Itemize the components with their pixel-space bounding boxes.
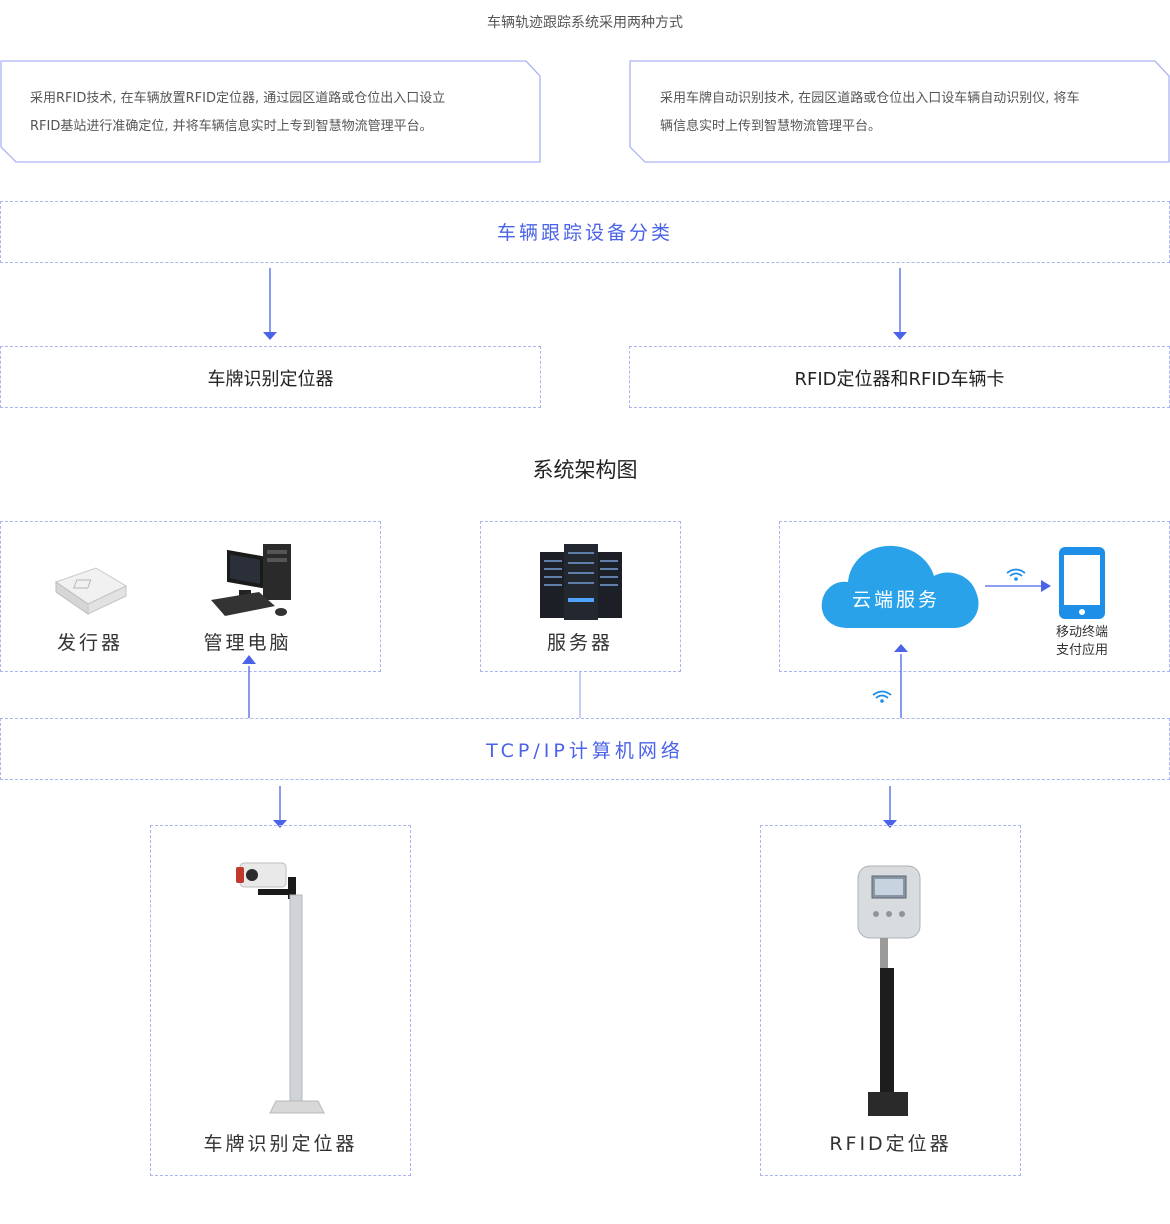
method-plate-line2: 辆信息实时上传到智慧物流管理平台。	[660, 119, 882, 134]
plate-locator-label: 车牌识别定位器	[203, 1133, 358, 1155]
cloud-service-label: 云端服务	[852, 589, 941, 611]
class-plate-box	[0, 346, 541, 408]
mobile-phone-icon	[1059, 547, 1105, 619]
client-node-box	[0, 521, 381, 672]
mobile-label: 移动终端 支付应用	[1040, 624, 1124, 660]
page-title: 车辆轨迹跟踪系统采用两种方式	[487, 15, 683, 31]
plate-camera-pole-icon	[236, 862, 325, 1114]
rfid-locator-label: RFID定位器	[829, 1133, 952, 1155]
mobile-label-line1: 移动终端	[1055, 625, 1108, 640]
rfid-locator-pole-icon	[857, 865, 921, 1116]
classification-arrows	[263, 268, 907, 340]
server-label: 服务器	[546, 632, 613, 654]
class-rfid-label: RFID定位器和RFID车辆卡	[794, 369, 1005, 390]
card-issuer-icon	[54, 567, 128, 615]
server-rack-icon	[540, 544, 622, 620]
network-connectors-top	[242, 644, 908, 718]
rfid-locator-box	[760, 825, 1021, 1176]
computer-icon	[211, 544, 291, 616]
network-connectors-bottom	[273, 786, 897, 828]
architecture-title: 系统架构图	[532, 458, 638, 482]
mobile-label-line2: 支付应用	[1055, 643, 1108, 658]
pc-label: 管理电脑	[203, 632, 292, 654]
method-plate-line1: 采用车牌自动识别技术, 在园区道路或仓位出入口设车辆自动识别仪, 将车	[660, 91, 1080, 106]
wifi-icon	[1006, 568, 1026, 581]
plate-locator-box	[150, 825, 411, 1176]
class-plate-label: 车牌识别定位器	[207, 369, 334, 390]
classification-title: 车辆跟踪设备分类	[496, 222, 673, 244]
method-rfid-line2: RFID基站进行准确定位, 并将车辆信息实时上专到智慧物流管理平台。	[30, 119, 433, 134]
network-label: TCP/IP计算机网络	[486, 740, 684, 762]
method-box-frames	[0, 60, 1170, 163]
issuer-label: 发行器	[56, 632, 123, 654]
server-node-box	[480, 521, 681, 672]
method-rfid-line1: 采用RFID技术, 在车辆放置RFID定位器, 通过园区道路或仓位出入口设立	[30, 91, 446, 106]
method-rfid-description: 采用RFID技术, 在车辆放置RFID定位器, 通过园区道路或仓位出入口设立 R…	[30, 85, 530, 141]
wifi-icon	[872, 690, 892, 703]
method-plate-description: 采用车牌自动识别技术, 在园区道路或仓位出入口设车辆自动识别仪, 将车 辆信息实…	[660, 85, 1160, 141]
cloud-to-mobile-arrow	[985, 580, 1051, 592]
cloud-icon	[821, 545, 979, 628]
